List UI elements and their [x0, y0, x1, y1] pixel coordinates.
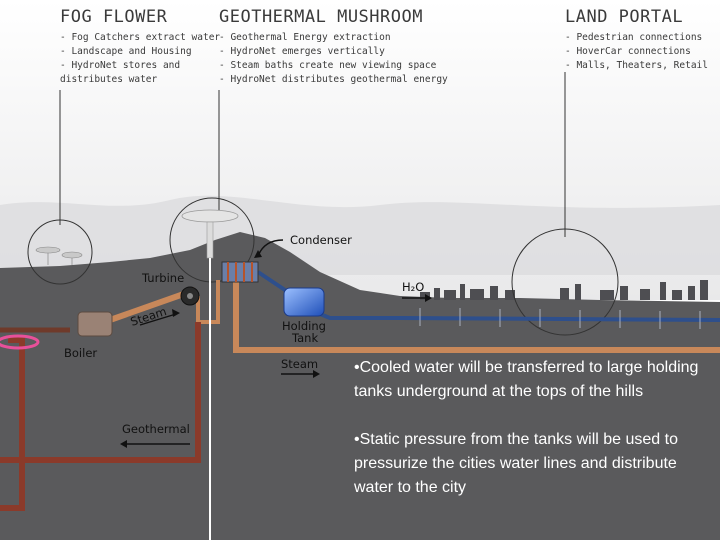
geothermal-pipe	[0, 337, 25, 511]
condenser	[221, 261, 259, 283]
fog-flower-item: - HydroNet stores and distributes water	[60, 60, 181, 85]
geothermal-return-pipe	[0, 322, 201, 463]
turbine-label: Turbine	[141, 271, 184, 285]
geothermal-mushroom-title: GEOTHERMAL MUSHROOM	[219, 7, 423, 27]
fog-flower-header: FOG FLOWER - Fog Catchers extract water …	[60, 7, 221, 87]
fog-catchers	[35, 246, 83, 265]
turbine	[180, 286, 200, 306]
geothermal-mushroom-list: - Geothermal Energy extraction - HydroNe…	[219, 31, 459, 87]
geothermal-mushroom-item: - HydroNet emerges vertically	[219, 46, 385, 57]
boiler-label: Boiler	[64, 346, 97, 360]
water-pipe-supports	[419, 308, 701, 329]
geothermal-mushroom-item: - Steam baths create new viewing space	[219, 60, 437, 71]
boiler	[77, 311, 113, 337]
steam-arrow-upper	[139, 309, 180, 326]
land-portal-item: - Pedestrian connections	[565, 32, 703, 43]
fog-flower-item: - Landscape and Housing	[60, 46, 192, 57]
mushroom-structure	[181, 209, 239, 259]
geothermal-label: Geothermal	[122, 422, 190, 436]
geothermal-mushroom-circle	[169, 197, 255, 283]
condenser-label: Condenser	[290, 233, 352, 247]
land-portal-circle	[511, 228, 619, 336]
geothermal-arrow	[120, 440, 190, 448]
land-portal-header: LAND PORTAL - Pedestrian connections - H…	[565, 7, 715, 73]
fog-flower-circle	[27, 219, 93, 285]
holding-tank-label-line2: Tank	[291, 331, 318, 345]
h2o-arrow	[402, 294, 432, 302]
geothermal-mushroom-item: - Geothermal Energy extraction	[219, 32, 391, 43]
holding-tank-label: Holding Tank	[282, 319, 330, 345]
bullet-note: •Cooled water will be transferred to lar…	[354, 359, 699, 400]
geothermal-mushroom-header: GEOTHERMAL MUSHROOM - Geothermal Energy …	[219, 7, 459, 87]
land-portal-item: - Malls, Theaters, Retail	[565, 60, 708, 71]
steam-label-lower: Steam	[281, 357, 318, 371]
fog-flower-title: FOG FLOWER	[60, 7, 168, 27]
condenser-arrowhead	[254, 250, 262, 258]
holding-tank-label-line1: Holding	[282, 319, 326, 333]
bullet-notes: •Cooled water will be transferred to lar…	[354, 356, 714, 524]
steam-pipe-loop	[196, 280, 220, 324]
steam-pipe-lower	[233, 280, 720, 353]
land-portal-title: LAND PORTAL	[565, 7, 684, 27]
h2o-label: H₂O	[402, 280, 424, 294]
holding-tank	[283, 287, 325, 317]
fog-flower-list: - Fog Catchers extract water - Landscape…	[60, 31, 221, 87]
land-portal-item: - HoverCar connections	[565, 46, 691, 57]
bullet-note: •Static pressure from the tanks will be …	[354, 431, 678, 496]
boiler-glow	[0, 334, 40, 350]
fog-flower-item: - Fog Catchers extract water	[60, 32, 221, 43]
geothermal-mushroom-item: - HydroNet distributes geothermal energy	[219, 74, 448, 85]
steam-arrow-lower	[281, 370, 320, 378]
land-portal-list: - Pedestrian connections - HoverCar conn…	[565, 31, 715, 73]
